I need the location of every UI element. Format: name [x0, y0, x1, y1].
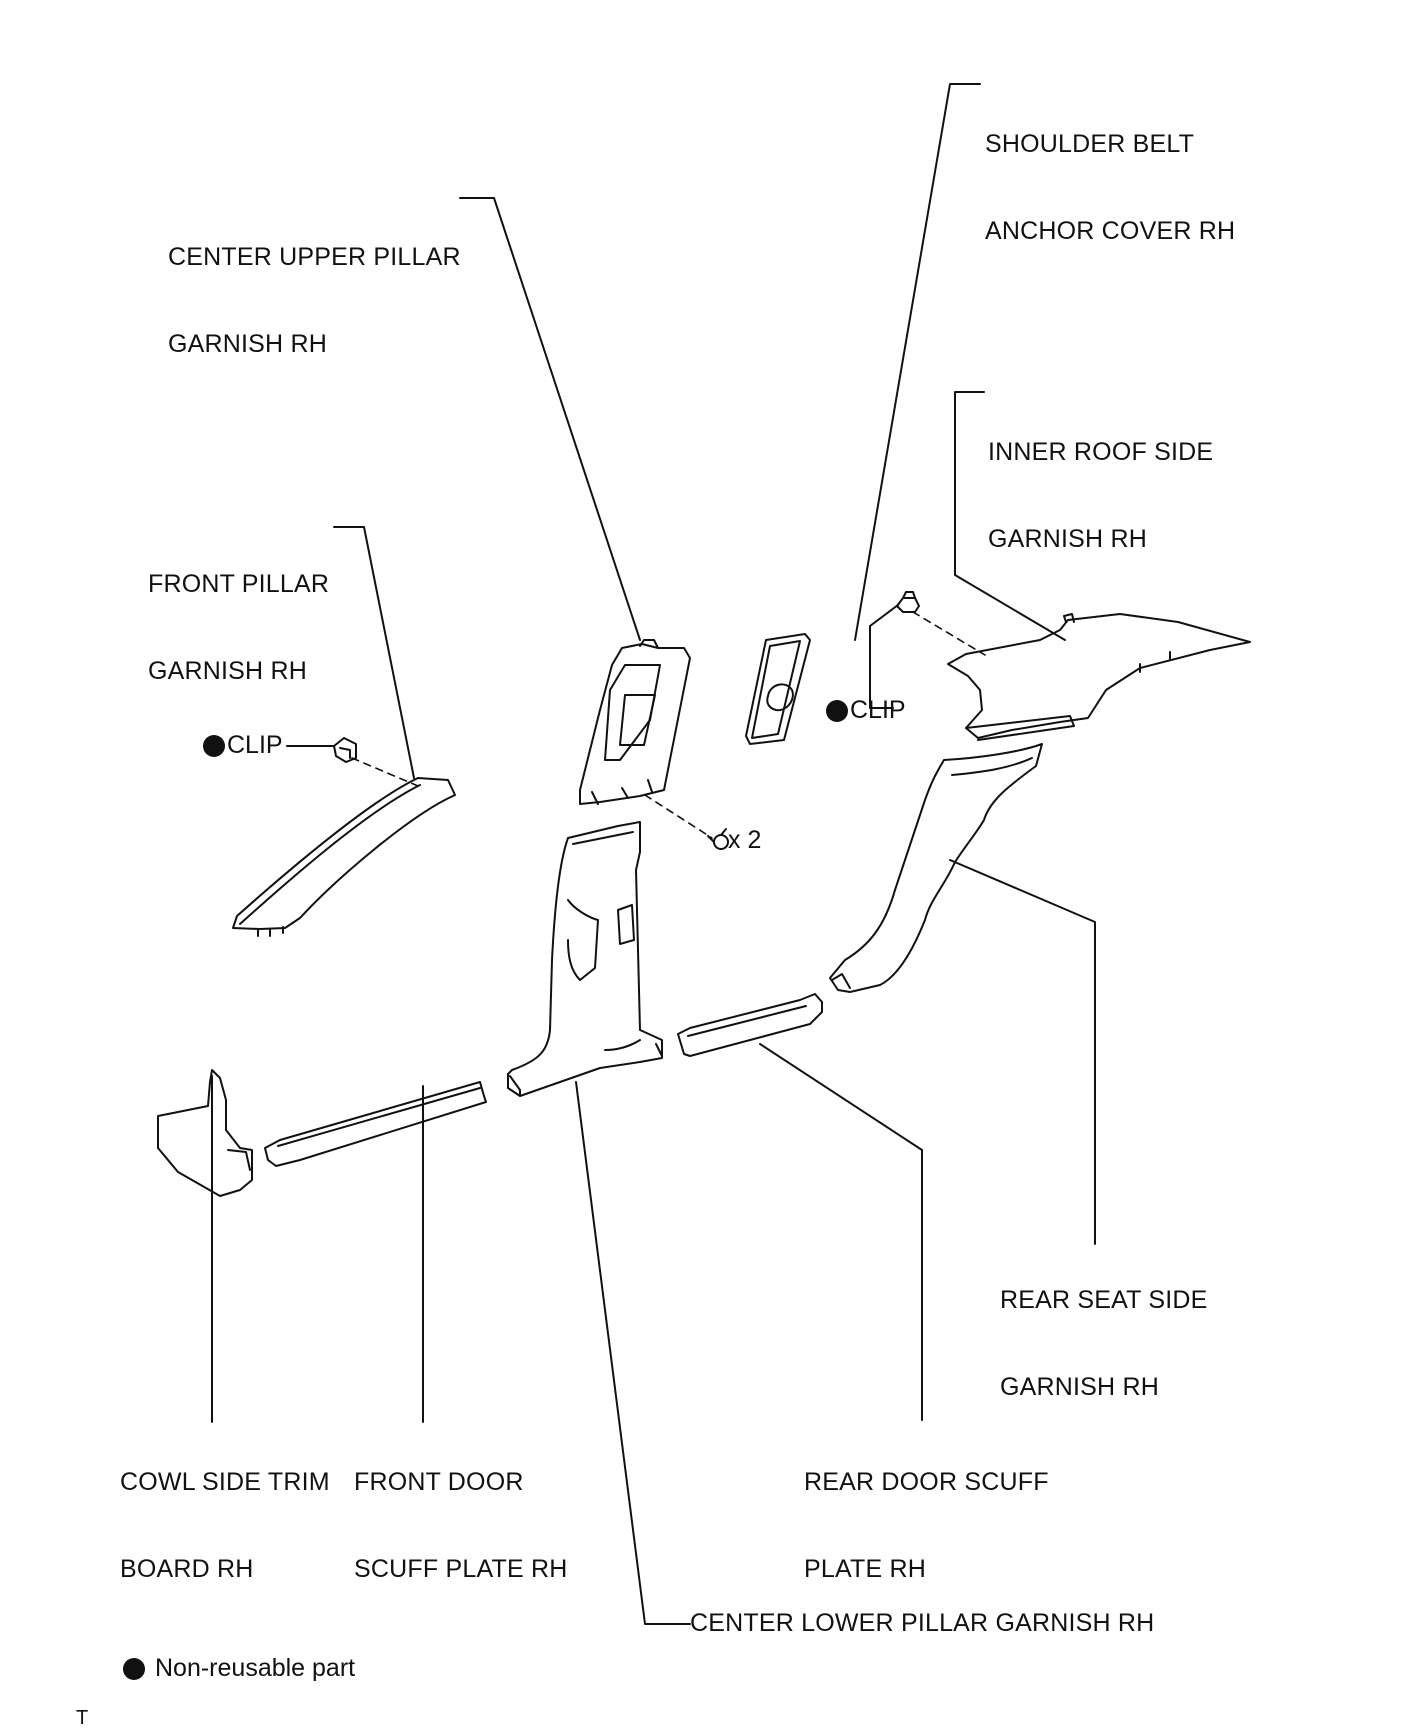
- rear-door-scuff-plate-part: [677, 993, 823, 1057]
- center-lower-pillar-garnish-part: [507, 821, 663, 1097]
- label-line: BOARD RH: [120, 1555, 254, 1583]
- screw-part: [707, 828, 729, 850]
- non-reusable-dot-icon: [203, 734, 225, 757]
- clip-right-label: CLIP: [826, 696, 906, 725]
- non-reusable-dot-icon: [826, 699, 848, 722]
- label-line: COWL SIDE TRIM: [120, 1468, 330, 1496]
- cowl-side-trim-board-part: [157, 1069, 253, 1197]
- clip-left-part: [333, 737, 357, 763]
- non-reusable-dot-icon: [123, 1657, 145, 1680]
- rear-seat-side-garnish-part: [829, 743, 1043, 993]
- screw-quantity-label: x 2: [728, 826, 762, 854]
- legend-text: Non-reusable part: [155, 1654, 356, 1682]
- front-door-scuff-plate-part: [264, 1081, 487, 1167]
- center-lower-pillar-garnish-label: CENTER LOWER PILLAR GARNISH RH: [690, 1609, 1155, 1637]
- label-line: GARNISH RH: [168, 330, 327, 358]
- label-line: SHOULDER BELT: [985, 130, 1195, 158]
- corner-mark: T: [76, 1707, 89, 1729]
- rear-door-scuff-plate-label: REAR DOOR SCUFF PLATE RH: [804, 1410, 1049, 1613]
- label-line: REAR SEAT SIDE: [1000, 1286, 1208, 1314]
- label-line: GARNISH RH: [148, 657, 307, 685]
- label-line: GARNISH RH: [988, 525, 1147, 553]
- clip-left-label: CLIP: [203, 731, 283, 760]
- cowl-side-trim-board-label: COWL SIDE TRIM BOARD RH: [120, 1410, 330, 1613]
- shoulder-belt-anchor-cover-part: [745, 633, 811, 745]
- inner-roof-side-garnish-label: INNER ROOF SIDE GARNISH RH: [988, 380, 1213, 583]
- front-pillar-garnish-part: [232, 777, 456, 937]
- legend: Non-reusable part: [123, 1654, 355, 1683]
- label-line: GARNISH RH: [1000, 1373, 1159, 1401]
- label-line: FRONT DOOR: [354, 1468, 524, 1496]
- front-door-scuff-plate-label: FRONT DOOR SCUFF PLATE RH: [354, 1410, 567, 1613]
- label-line: SCUFF PLATE RH: [354, 1555, 568, 1583]
- label-line: PLATE RH: [804, 1555, 926, 1583]
- rear-seat-side-garnish-label: REAR SEAT SIDE GARNISH RH: [1000, 1228, 1208, 1431]
- label-line: CENTER UPPER PILLAR: [168, 243, 461, 271]
- label-line: INNER ROOF SIDE: [988, 438, 1214, 466]
- center-upper-pillar-garnish-label: CENTER UPPER PILLAR GARNISH RH: [168, 185, 461, 388]
- clip-right-part: [896, 591, 920, 613]
- clip-text: CLIP: [850, 696, 906, 724]
- leader-lines: [211, 83, 1096, 1625]
- label-line: FRONT PILLAR: [148, 570, 330, 598]
- front-pillar-garnish-label: FRONT PILLAR GARNISH RH: [148, 512, 329, 715]
- clip-text: CLIP: [227, 731, 283, 759]
- shoulder-belt-anchor-cover-label: SHOULDER BELT ANCHOR COVER RH: [985, 72, 1235, 275]
- label-line: ANCHOR COVER RH: [985, 217, 1236, 245]
- inner-roof-side-garnish-part: [947, 613, 1251, 741]
- center-upper-pillar-garnish-part: [579, 639, 691, 805]
- label-line: REAR DOOR SCUFF: [804, 1468, 1049, 1496]
